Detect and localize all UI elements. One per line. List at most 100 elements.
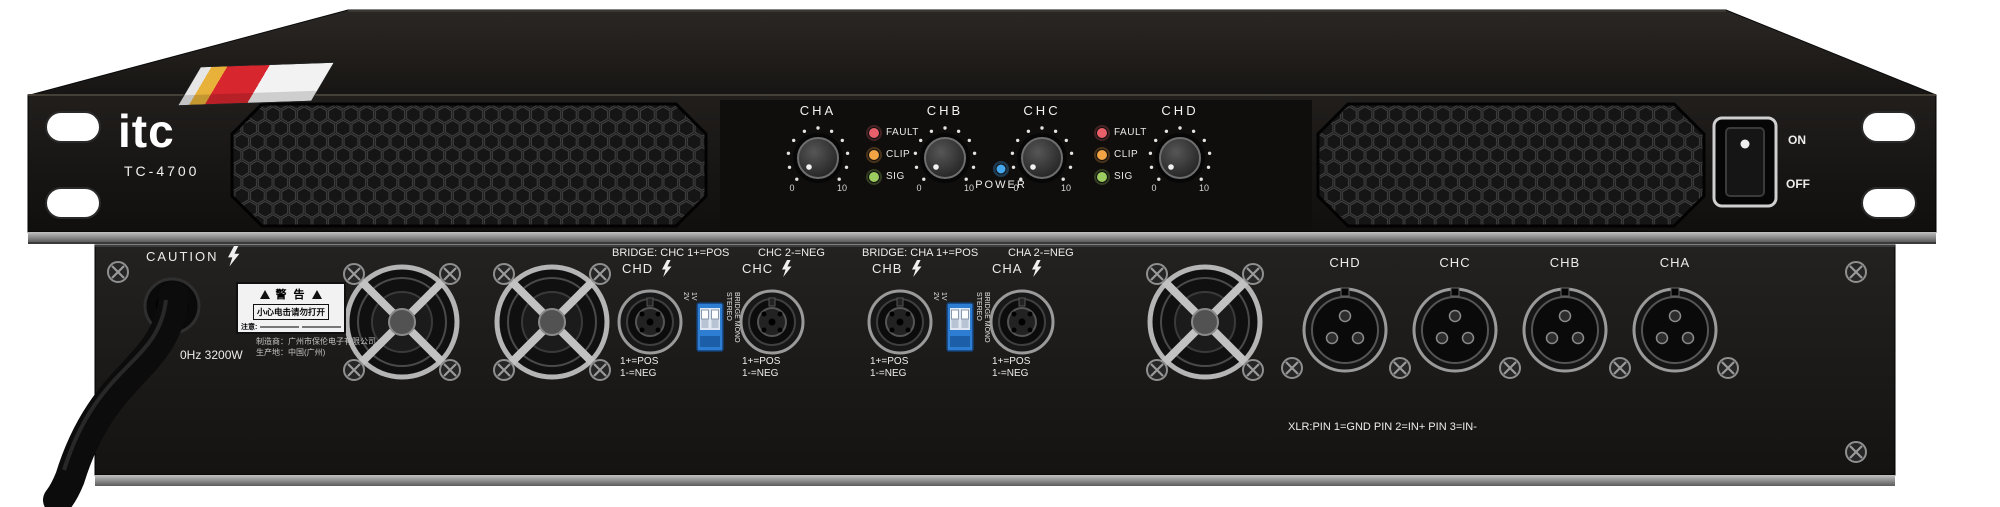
dip-label-bridge: BRIDGE MONO <box>733 292 740 343</box>
channel-label-chb: CHB <box>926 103 964 118</box>
knob-max-label: 10 <box>1060 183 1071 193</box>
xlr-input-chc <box>1412 286 1498 373</box>
screw-icon <box>1498 356 1522 380</box>
knob-max-label: 10 <box>1198 183 1209 193</box>
fine-print-line <box>260 326 300 328</box>
screw-icon <box>1241 262 1265 286</box>
speakon-pinout: 1+=POS 1-=NEG <box>992 356 1031 379</box>
manufacturer-label: 制造商：广州市保伦电子有限公司 <box>256 337 376 346</box>
brand-logo: itc <box>118 105 175 157</box>
screw-icon <box>492 262 516 286</box>
screw-icon <box>1608 356 1632 380</box>
mount-hole <box>45 187 101 219</box>
clip-led <box>868 149 880 161</box>
xlr-label-chb: CHB <box>1549 255 1581 270</box>
screw-icon <box>342 358 366 382</box>
rear-channel-label-cha: CHA <box>992 261 1023 276</box>
knob-min-label: 0 <box>1013 183 1019 193</box>
fault-led <box>1096 127 1108 139</box>
screw-icon <box>1145 262 1169 286</box>
channel-label-chc: CHC <box>1023 103 1061 118</box>
speakon-output-chc <box>739 289 805 355</box>
dip-label-2v: 2V <box>932 292 939 301</box>
caution-label: CAUTION <box>146 249 219 264</box>
speakon-pinout: 1+=POS 1-=NEG <box>620 356 659 379</box>
screw-icon <box>438 262 462 286</box>
xlr-input-cha <box>1632 286 1718 373</box>
bridge-label: BRIDGE: CHA 1+=POS <box>862 247 979 259</box>
clip-led-label: CLIP <box>1114 149 1139 160</box>
channel-label-cha: CHA <box>799 103 837 118</box>
screw-icon <box>588 358 612 382</box>
rack-ear-left <box>45 111 101 219</box>
screw-icon <box>1241 358 1265 382</box>
switch-on-label: ON <box>1788 133 1806 147</box>
screw-icon <box>492 358 516 382</box>
warning-text: 小心电击请勿打开 <box>252 304 329 320</box>
mode-dip-switch-ab[interactable] <box>946 302 974 352</box>
dip-label-2v: 2V <box>682 292 689 301</box>
warning-title: 警 告 <box>275 289 307 301</box>
right-vent-grille <box>1316 102 1706 228</box>
knob-min-label: 0 <box>1151 183 1157 193</box>
rear-view <box>43 244 1896 507</box>
power-rating-label: 0Hz 3200W <box>180 348 243 362</box>
model-number: TC-4700 <box>124 163 200 179</box>
screw-icon <box>1280 356 1304 380</box>
power-led <box>995 163 1007 175</box>
sig-led-label: SIG <box>886 171 905 182</box>
power-label: POWER <box>975 179 1027 191</box>
channel-label-chd: CHD <box>1161 103 1199 118</box>
screw-icon <box>1844 440 1868 464</box>
warning-sticker: 警 告 小心电击请勿打开 注意: <box>236 282 346 334</box>
mount-hole <box>1861 187 1917 219</box>
fault-led-label: FAULT <box>886 127 919 138</box>
rack-ear-right <box>1861 111 1917 219</box>
sig-led <box>1096 171 1108 183</box>
warning-triangle-icon <box>260 289 271 299</box>
top-label-sticker <box>176 61 336 107</box>
cooling-fan <box>1150 267 1260 377</box>
warning-triangle-icon <box>311 289 322 299</box>
xlr-input-chb <box>1522 286 1608 373</box>
rocker-indicator-dot <box>1740 139 1750 149</box>
screw-icon <box>342 262 366 286</box>
left-vent-grille <box>230 102 708 228</box>
bridge-label: BRIDGE: CHC 1+=POS <box>612 247 730 259</box>
xlr-label-cha: CHA <box>1659 255 1691 270</box>
xlr-label-chc: CHC <box>1439 255 1471 270</box>
sig-led-label: SIG <box>1114 171 1133 182</box>
dip-label-stereo: STEREO <box>975 292 982 321</box>
led-group-ab <box>866 125 882 185</box>
chassis-bottom-strip <box>28 232 1936 242</box>
rear-channel-label-chc: CHC <box>742 261 774 276</box>
switch-off-label: OFF <box>1786 177 1810 191</box>
origin-label: 生产地：中国(广州) <box>256 348 326 357</box>
fault-led <box>868 127 880 139</box>
front-view <box>27 9 1937 244</box>
dip-label-1v: 1V <box>690 292 697 301</box>
rocker[interactable] <box>1725 127 1765 197</box>
sig-led <box>868 171 880 183</box>
power-switch[interactable] <box>1712 116 1778 208</box>
speakon-pinout: 1+=POS 1-=NEG <box>870 356 909 379</box>
screw-icon <box>438 358 462 382</box>
xlr-pinout-note: XLR:PIN 1=GND PIN 2=IN+ PIN 3=IN- <box>1288 421 1477 433</box>
rear-channel-label-chd: CHD <box>622 261 654 276</box>
knob-min-label: 0 <box>789 183 795 193</box>
dip-label-bridge: BRIDGE MONO <box>983 292 990 343</box>
screw-icon <box>1844 260 1868 284</box>
speakon-output-cha <box>989 289 1055 355</box>
bridge-label: CHA 2-=NEG <box>1008 247 1074 259</box>
speakon-pinout: 1+=POS 1-=NEG <box>742 356 781 379</box>
fine-print-line <box>302 326 341 328</box>
screw-icon <box>1145 358 1169 382</box>
knob-min-label: 0 <box>916 183 922 193</box>
rear-bottom-strip <box>95 475 1895 486</box>
speakon-output-chd <box>617 289 683 355</box>
warning-note: 注意: <box>241 324 258 331</box>
mode-dip-switch-cd[interactable] <box>696 302 724 352</box>
fault-led-label: FAULT <box>1114 127 1147 138</box>
